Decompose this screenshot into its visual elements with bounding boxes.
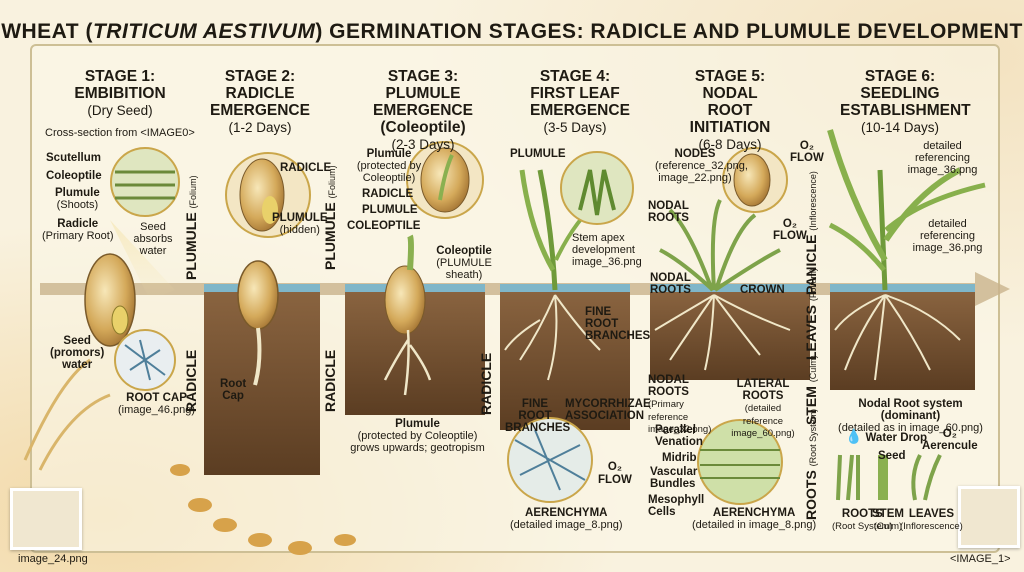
s4-stem-apex: Stem apex development image_36.png (572, 232, 642, 268)
s3-plumule2: PLUMULE (362, 204, 418, 216)
diagram-title: WHEAT (TRITICUM AESTIVUM) GERMINATION ST… (1, 20, 1023, 43)
s1-coleoptile: Coleoptile (46, 170, 102, 182)
vert-radicle-3: RADICLE (478, 352, 494, 415)
s4-plumule: PLUMULE (510, 148, 566, 160)
s5-nodal-roots-3: NODAL ROOTS(Primary reference image_32.p… (648, 374, 712, 435)
s2-plumule: PLUMULE(hidden) (272, 212, 328, 236)
s5-mesophyll: Mesophyll Cells (648, 494, 705, 518)
vert-leaves: LEAVES (Folium) (803, 268, 819, 360)
stage5-illustration (650, 147, 810, 505)
s1-root-cap: ROOT CAP(image_46.png) (118, 392, 196, 416)
caption-right: <IMAGE_1> (950, 553, 1011, 565)
s1-plumule: Plumule(Shoots) (55, 187, 100, 211)
s5-nodes: NODES(reference_32.png, image_22.png) (655, 148, 748, 184)
s6-leaves: LEAVES(Inflorescence) (900, 508, 963, 532)
stage3-header: STAGE 3:PLUMULE EMERGENCE(Coleoptile)(2-… (373, 68, 473, 152)
s1-radicle: Radicle(Primary Root) (42, 218, 114, 242)
vert-plumule-1: PLUMULE (Folium) (183, 175, 199, 280)
stage5-header: STAGE 5:NODAL ROOT INITIATION(6-8 Days) (689, 68, 771, 152)
stage6-header: STAGE 6:SEEDLING ESTABLISHMENT(10-14 Day… (840, 68, 971, 135)
s5-vascular: Vascular Bundles (650, 466, 698, 490)
s6-ref1: detailed referencing image_36.png (907, 140, 978, 176)
s4-mycorrhizae: MYCORRHIZAE ASSOCIATION (565, 398, 651, 422)
s5-nodal-roots-2: NODAL ROOTS (650, 272, 691, 296)
s3-plumule: Plumule(protected by Coleoptile) (356, 148, 422, 184)
s5-midrib: Midrib (662, 452, 697, 464)
stage2-illustration (204, 152, 320, 475)
thumbnail-left (10, 488, 82, 550)
vert-plumule-2: PLUMULE (Folium) (322, 165, 338, 270)
stage6-illustration (827, 129, 986, 501)
s1-scutellum: Scutellum (46, 152, 101, 164)
vert-radicle-2: RADICLE (322, 349, 338, 412)
s4-aerenchyma: AERENCHYMA(detailed image_8.png) (510, 507, 623, 531)
stage2-header: STAGE 2:RADICLE EMERGENCE(1-2 Days) (210, 68, 310, 135)
cross-section-detail (110, 147, 180, 217)
s5-aerenchyma: AERENCHYMA(detailed in image_8.png) (692, 507, 817, 531)
s6-roots: ROOTS(Root System) (832, 508, 893, 532)
s3-radicle: RADICLE (362, 188, 414, 200)
thumbnail-right (958, 486, 1020, 548)
stage1-header: STAGE 1:EMBIBITION(Dry Seed) (74, 68, 166, 118)
s4-fine-root: FINE ROOT BRANCHES (585, 306, 651, 342)
s5-crown: CROWN (740, 284, 785, 296)
vert-roots: ROOTS (Root System) (803, 408, 819, 520)
water-drop-icon: 💧 (845, 428, 863, 444)
stage3-illustration (345, 141, 485, 415)
s4-fine-root-2: FINE ROOT BRANCHES (505, 398, 571, 434)
stage4-illustration (500, 151, 634, 503)
stage1-seed (84, 253, 136, 347)
s1-seed-label: Seed(promors)water (50, 335, 105, 371)
stage1-illustration (23, 147, 356, 555)
caption-left: image_24.png (18, 553, 88, 565)
s6-nodal-root-system: Nodal Root system (dominant)(detailed as… (838, 398, 983, 434)
leaf-cross-section (697, 419, 783, 505)
s3-bottom-note: Plumule(protected by Coleoptile)grows up… (350, 418, 485, 454)
stage4-header: STAGE 4:FIRST LEAF EMERGENCE(3-5 Days) (530, 68, 630, 135)
s1-cross-section: Cross-section from <IMAGE0> (45, 127, 195, 139)
s3-coleoptile: COLEOPTILE (347, 220, 421, 232)
s6-ref2: detailed referencing image_36.png (912, 218, 983, 254)
s6-seed: Seed (878, 450, 906, 462)
s5-parallel: Parallel Venation (655, 424, 703, 448)
vert-radicle-1: RADICLE (183, 349, 199, 412)
s1-absorbs: Seed absorbs water (133, 221, 173, 257)
s5-nodal-roots: NODAL ROOTS (648, 200, 689, 224)
s6-water-drop: 💧 Water Drop (845, 428, 928, 444)
s3-coleoptile2: Coleoptile(PLUMULE sheath) (436, 245, 492, 281)
s5-lateral-roots: LATERAL ROOTS(detailed reference image_6… (731, 378, 795, 439)
s6-stem: STEM(Culm) (872, 508, 904, 532)
s2-radicle: RADICLE (280, 162, 332, 174)
